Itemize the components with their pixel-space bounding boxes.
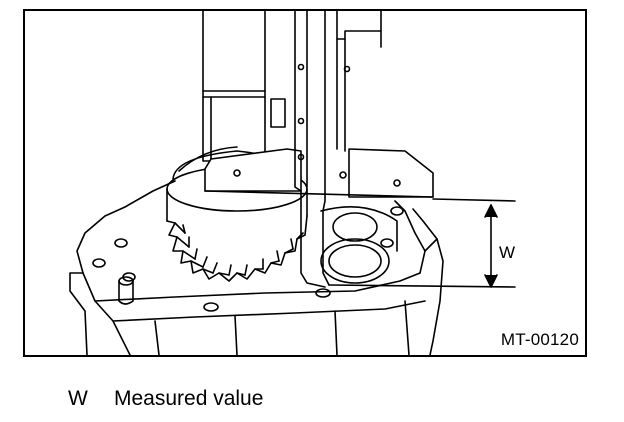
dimension-w-label: W	[499, 243, 515, 262]
legend-symbol: W	[68, 387, 88, 410]
figure-frame: W MT-00120	[23, 9, 587, 357]
legend-description: Measured value	[114, 387, 264, 410]
transmission-case	[69, 180, 444, 355]
depth-gauge-base	[204, 148, 434, 198]
legend: W Measured value	[68, 387, 263, 411]
figure-id: MT-00120	[500, 330, 579, 349]
depth-gauge-rod	[294, 11, 382, 288]
dimension-w	[328, 198, 516, 288]
transmission-measurement-illustration: W	[69, 11, 516, 355]
main-shaft	[202, 11, 286, 162]
